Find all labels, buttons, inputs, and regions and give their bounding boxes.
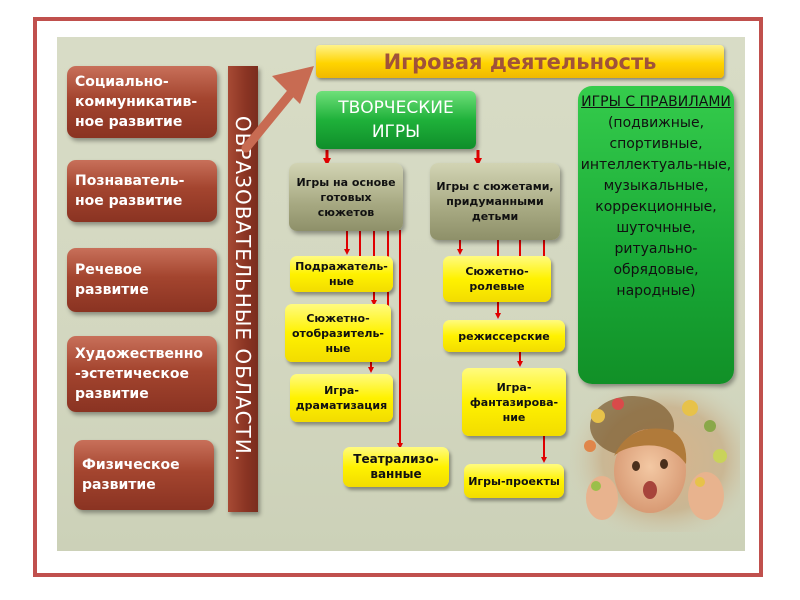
plot-display-games-label: Сюжетно-отобразитель-ные	[292, 311, 384, 355]
dramatization-games-box: Игра-драматизация	[290, 374, 393, 422]
role-play-games-label: Сюжетно-ролевые	[465, 265, 529, 293]
imitative-games-box: Подражатель-ные	[290, 256, 393, 292]
plot-display-games-box: Сюжетно-отобразитель-ные	[285, 304, 391, 362]
area-speech: Речевое развитие	[67, 248, 217, 312]
rule-games-list: (подвижные, спортивные, интеллектуаль-ны…	[580, 115, 732, 299]
rule-games-box: ИГРЫ С ПРАВИЛАМИ (подвижные, спортивные,…	[578, 86, 734, 384]
theatrical-games-box: Театрализо-ванные	[343, 447, 449, 487]
project-games-box: Игры-проекты	[464, 464, 564, 498]
fantasy-games-label: Игра-фантазирова-ние	[469, 380, 559, 424]
area-physical: Физическое развитие	[74, 440, 214, 510]
role-play-games-box: Сюжетно-ролевые	[443, 256, 551, 302]
child-plot-games-box: Игры с сюжетами, придуманными детьми	[430, 163, 560, 240]
area-cognitive: Познаватель-ное развитие	[67, 160, 217, 222]
banner-title: Игровая деятельность	[383, 49, 657, 74]
big-arrow-icon	[241, 66, 314, 153]
ready-plot-games-box: Игры на основе готовых сюжетов	[289, 163, 403, 231]
child-plot-games-label: Игры с сюжетами, придуманными детьми	[436, 180, 554, 223]
area-label: Речевое развитие	[75, 262, 149, 298]
rule-games-title: ИГРЫ С ПРАВИЛАМИ	[581, 94, 731, 110]
area-artistic-aesthetic: Художественно -эстетическое развитие	[67, 336, 217, 412]
area-label: Художественно -эстетическое развитие	[75, 346, 204, 402]
creative-games-box: ТВОРЧЕСКИЕ ИГРЫ	[316, 91, 476, 149]
director-games-box: режиссерские	[443, 320, 565, 352]
theatrical-games-label: Театрализо-ванные	[353, 452, 439, 481]
area-label: Социально-коммуникатив-ное развитие	[75, 74, 198, 130]
project-games-label: Игры-проекты	[468, 474, 560, 488]
game-activity-banner: Игровая деятельность	[316, 45, 724, 78]
imitative-games-label: Подражатель-ные	[295, 260, 388, 288]
area-label: Физическое развитие	[82, 457, 180, 493]
director-games-label: режиссерские	[458, 329, 550, 343]
dramatization-games-label: Игра-драматизация	[295, 384, 388, 412]
ready-plot-games-label: Игры на основе готовых сюжетов	[296, 175, 396, 219]
child-with-flowers-photo	[570, 386, 740, 532]
creative-games-label: ТВОРЧЕСКИЕ ИГРЫ	[338, 98, 454, 142]
area-label: Познаватель-ное развитие	[75, 173, 185, 209]
area-social-communicative: Социально-коммуникатив-ное развитие	[67, 66, 217, 138]
fantasy-games-box: Игра-фантазирова-ние	[462, 368, 566, 436]
